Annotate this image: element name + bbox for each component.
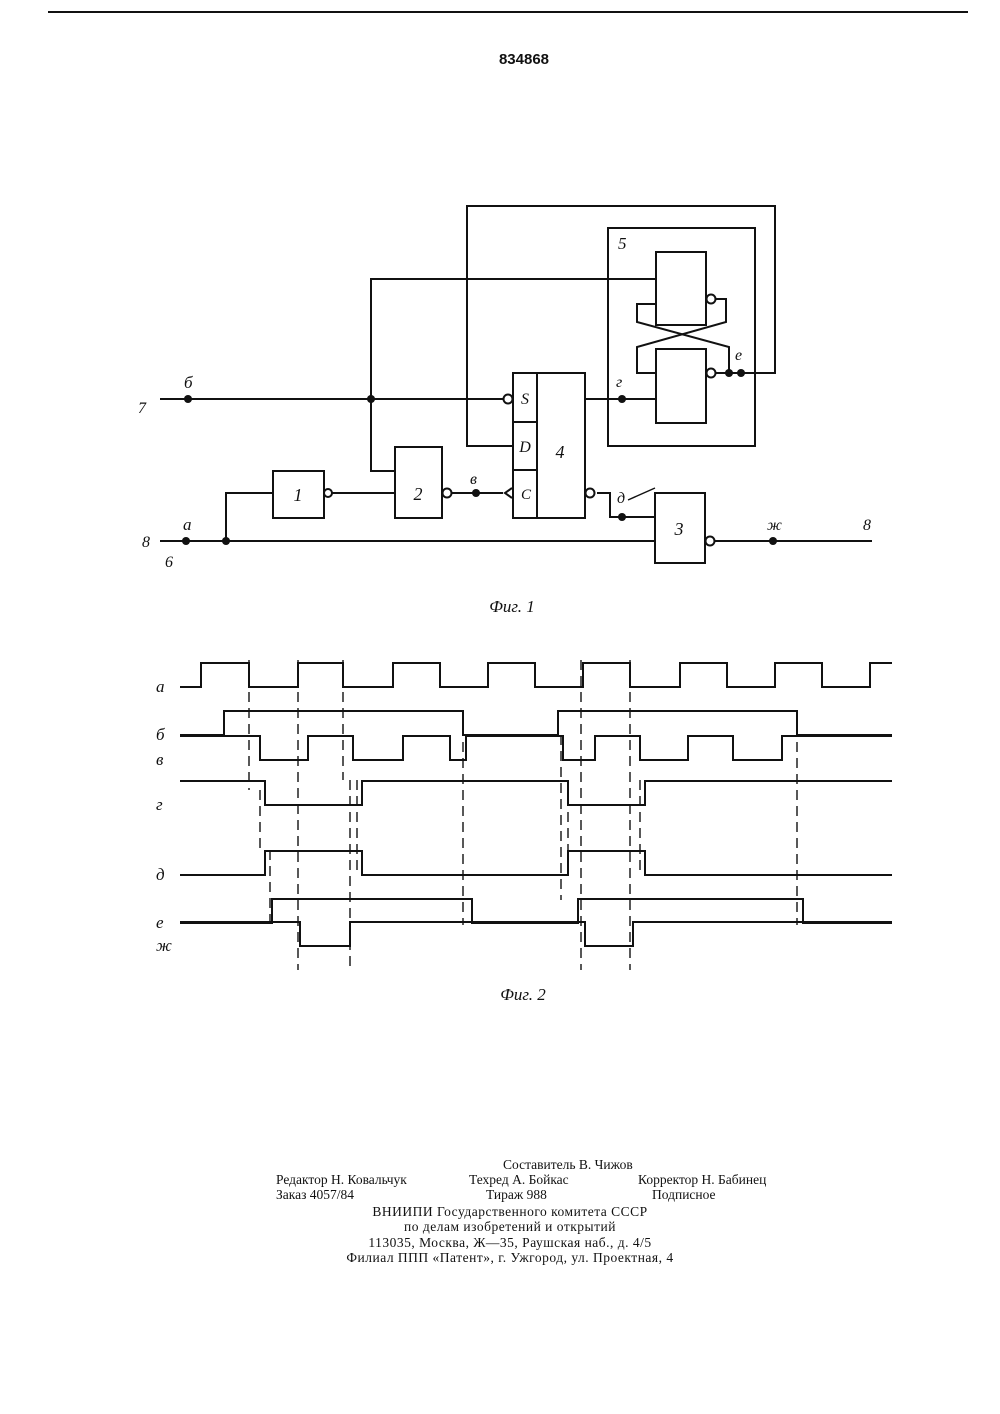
imprint-editor: Редактор Н. Ковальчук — [276, 1172, 407, 1188]
pin-c-edge-mark — [505, 488, 512, 498]
waveform-label-4: г — [156, 795, 163, 814]
block-4-label: 4 — [556, 442, 565, 462]
block-2-inverter-bubble — [443, 489, 452, 498]
pin-d-label: D — [518, 439, 531, 456]
block-5-upper-gate — [656, 252, 706, 325]
figure-2-caption: Фиг. 2 — [500, 985, 546, 1004]
block-5-label: 5 — [618, 234, 627, 253]
waveform-label-5: д — [156, 865, 165, 884]
waveform-2 — [180, 711, 892, 735]
node-d-leader — [628, 488, 655, 500]
waveform-label-3: в — [156, 750, 164, 769]
junction-e-1 — [725, 369, 733, 377]
imprint-org-line-1: ВНИИПИ Государственного комитета СССР — [300, 1204, 720, 1220]
terminal-7-label: 7 — [138, 400, 147, 417]
lower-gate-inverter-bubble — [707, 369, 716, 378]
waveform-label-6: е — [156, 913, 164, 932]
waveform-5 — [180, 851, 892, 875]
waveform-3 — [180, 736, 892, 760]
imprint-org-line-2: по делам изобретений и открытий — [300, 1219, 720, 1235]
pin-s-inverter-bubble — [504, 395, 513, 404]
waveform-label-2: б — [156, 725, 165, 744]
imprint-address: 113035, Москва, Ж—35, Раушская наб., д. … — [300, 1235, 720, 1251]
terminal-8-out-label: 8 — [863, 517, 871, 534]
block-4-inverted-output-bubble — [586, 489, 595, 498]
pin-c-label: C — [521, 487, 532, 503]
waveform-1 — [180, 663, 892, 687]
wire-a-to-1 — [226, 493, 273, 541]
imprint-order: Заказ 4057/84 — [276, 1187, 354, 1203]
wire-b-to-2 — [371, 399, 395, 471]
node-a-dot — [182, 537, 190, 545]
imprint-circulation: Тираж 988 — [486, 1187, 547, 1203]
wire-d — [597, 493, 655, 517]
node-b-dot — [184, 395, 192, 403]
upper-gate-inverter-bubble — [707, 295, 716, 304]
block-1-label: 1 — [294, 485, 303, 505]
node-e-dot — [737, 369, 745, 377]
node-d-dot — [618, 513, 626, 521]
terminal-6-label: 6 — [165, 554, 173, 571]
junction-a-branch — [222, 537, 230, 545]
terminal-8-label: 8 — [142, 534, 150, 551]
waveform-6 — [180, 899, 892, 923]
patent-number: 834868 — [499, 51, 549, 68]
node-b-label: б — [184, 373, 193, 392]
node-a-label: а — [183, 515, 192, 534]
imprint-branch: Филиал ППП «Патент», г. Ужгород, ул. Про… — [260, 1250, 760, 1266]
waveform-4 — [180, 781, 892, 805]
node-v-label: в — [470, 471, 477, 488]
imprint-composer: Составитель В. Чижов — [503, 1157, 633, 1173]
block-3-inverter-bubble — [706, 537, 715, 546]
node-zh-dot — [769, 537, 777, 545]
block-2 — [395, 447, 442, 518]
imprint-techred: Техред А. Бойкас — [469, 1172, 569, 1188]
node-v-dot — [472, 489, 480, 497]
imprint-subscription: Подписное — [652, 1187, 716, 1203]
block-1-inverter-bubble — [324, 489, 332, 497]
waveform-7 — [180, 922, 892, 946]
pin-s-label: S — [521, 391, 529, 408]
block-3-label: 3 — [674, 519, 684, 539]
waveform-label-7: ж — [156, 936, 172, 955]
waveform-label-1: а — [156, 677, 165, 696]
node-e-label: е — [735, 347, 742, 364]
node-zh-label: ж — [767, 517, 782, 534]
figure-1-schematic: 5 1 2 S D C 4 3 — [138, 206, 872, 571]
block-5-lower-gate — [656, 349, 706, 423]
node-g-label: г — [616, 374, 622, 391]
figure-1-caption: Фиг. 1 — [489, 597, 535, 616]
figure-2-timing-diagram: а бв г д еж — [156, 660, 892, 970]
node-d-label: д — [617, 490, 625, 507]
imprint-corrector: Корректор Н. Бабинец — [638, 1172, 766, 1188]
junction-b-branch — [367, 395, 375, 403]
node-g-dot — [618, 395, 626, 403]
block-2-label: 2 — [414, 484, 423, 504]
